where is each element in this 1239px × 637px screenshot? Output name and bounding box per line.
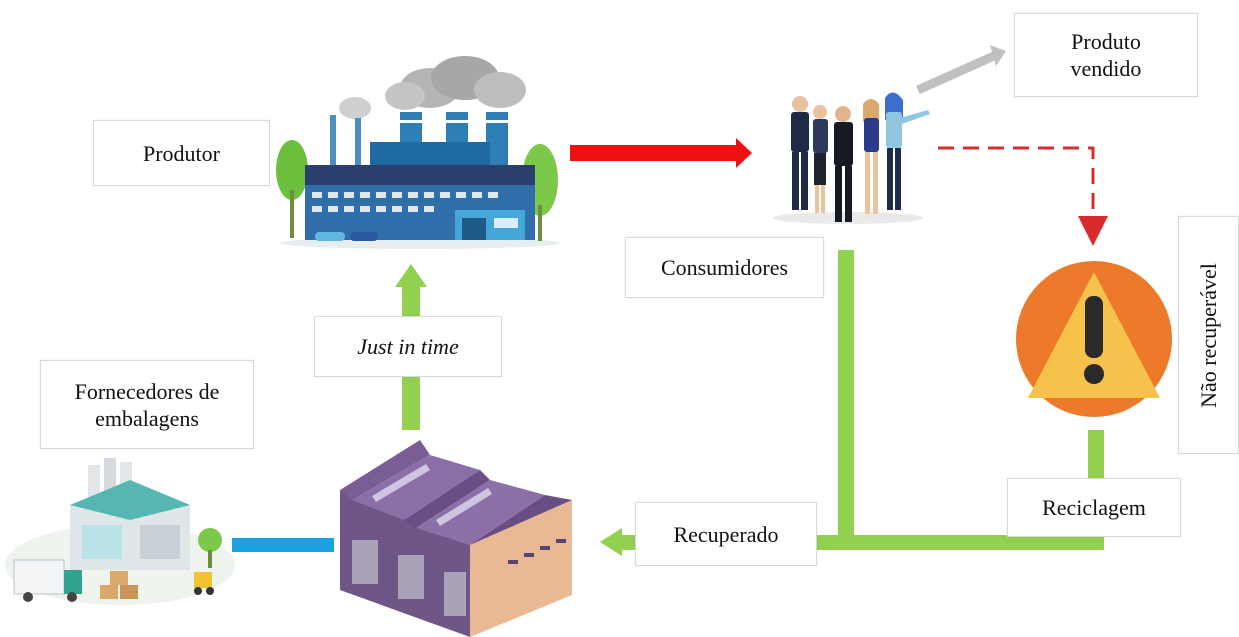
packaging-suppliers-label: Fornecedores de embalagens: [40, 360, 254, 449]
supplier-link-line: [232, 538, 334, 552]
non-recoverable-dashed-arrow: [938, 146, 1108, 246]
recovered-label: Recuperado: [635, 502, 817, 566]
just-in-time-label: Just in time: [314, 316, 502, 377]
producer-label: Produtor: [93, 120, 270, 186]
non-recoverable-label-text: Não recuperável: [1196, 262, 1221, 408]
just-in-time-label-text: Just in time: [357, 334, 459, 359]
recycling-label-text: Reciclagem: [1042, 495, 1146, 520]
producer-label-text: Produtor: [143, 140, 220, 166]
sold-product-label-line2: vendido: [1070, 56, 1142, 81]
recovered-label-text: Recuperado: [673, 521, 779, 547]
warehouse-icon: [340, 440, 572, 637]
consumers-group-icon: [773, 92, 930, 224]
sold-product-arrow: [916, 45, 1006, 95]
sold-product-label: Produto vendido: [1014, 13, 1198, 97]
consumers-label: Consumidores: [625, 237, 824, 298]
warning-icon: [1016, 261, 1172, 417]
non-recoverable-label: Não recuperável: [1178, 216, 1239, 454]
recycling-label: Reciclagem: [1007, 478, 1181, 537]
packaging-suppliers-label-line2: embalagens: [95, 405, 199, 431]
consumers-label-text: Consumidores: [660, 255, 789, 280]
packaging-suppliers-label-line1: Fornecedores de: [74, 378, 220, 404]
sold-product-label-line1: Produto: [1071, 29, 1141, 54]
factory-icon: [276, 56, 560, 249]
packaging-supplier-icon: [5, 458, 235, 605]
producer-to-consumers-arrow: [570, 138, 752, 168]
